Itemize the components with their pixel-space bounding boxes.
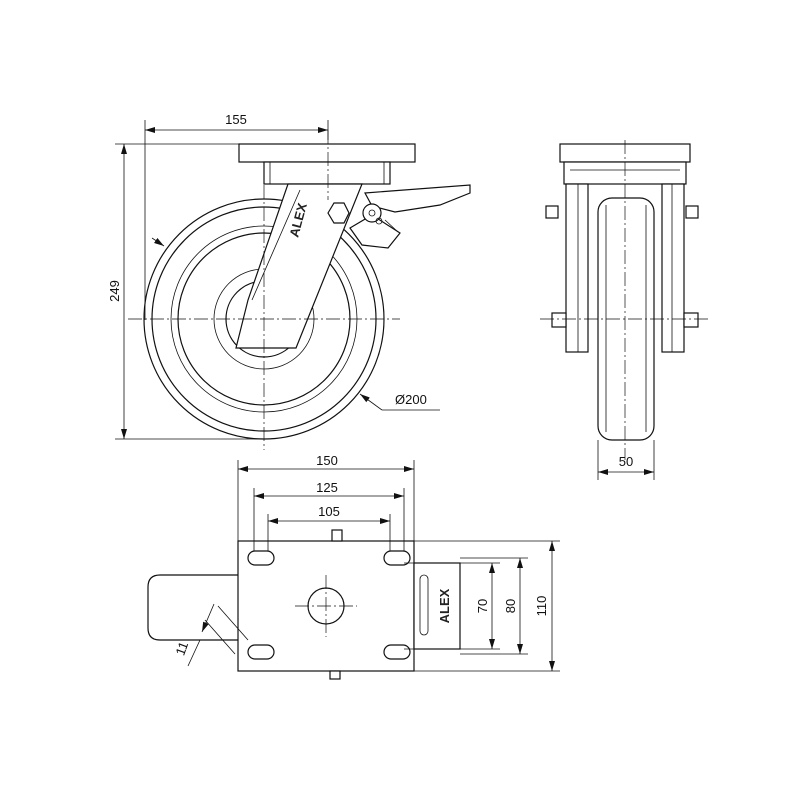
dimension-70: 70 xyxy=(404,562,500,650)
dimension-slot-label: 11 xyxy=(172,640,191,658)
dimension-offset-label: 155 xyxy=(225,112,247,127)
brake-pedal-top xyxy=(147,574,238,641)
dimension-plate-width: 150 xyxy=(237,453,415,541)
dimension-height-label: 249 xyxy=(107,280,122,302)
dimension-110-label: 110 xyxy=(534,596,549,617)
front-view: 50 xyxy=(540,140,710,480)
dimension-80: 80 xyxy=(460,557,528,655)
dimension-outer-holes-label: 125 xyxy=(316,480,338,495)
fork-leg: ALEX xyxy=(235,183,363,349)
side-view: ALEX 155 249 xyxy=(107,112,471,450)
dimension-outer-holes: 125 xyxy=(253,480,405,551)
axle-nut-left xyxy=(551,312,567,328)
top-plate-side xyxy=(238,143,416,185)
brake-assembly xyxy=(327,184,471,249)
axle-nut-right xyxy=(683,312,699,328)
dimension-wheel-width: 50 xyxy=(597,440,655,480)
dimension-wheel-width-label: 50 xyxy=(619,454,633,469)
dimension-110: 110 xyxy=(414,540,560,672)
dimension-plate-width-label: 150 xyxy=(316,453,338,468)
dimension-diameter-label: Ø200 xyxy=(395,392,427,407)
dimension-offset: 155 xyxy=(144,112,329,320)
mounting-slots xyxy=(247,550,411,660)
dimension-inner-holes-label: 105 xyxy=(318,504,340,519)
fork-right xyxy=(661,183,685,353)
dimension-70-label: 70 xyxy=(475,599,490,613)
dimension-diameter: Ø200 xyxy=(151,237,440,411)
top-view: ALEX 150 125 105 11 xyxy=(147,453,560,680)
dimension-height: 249 xyxy=(107,143,264,440)
dimension-80-label: 80 xyxy=(503,599,518,613)
fork-left xyxy=(565,183,589,353)
dimension-slot: 11 xyxy=(172,603,249,667)
brand-logo: ALEX xyxy=(437,588,452,623)
dimension-inner-holes: 105 xyxy=(267,504,391,551)
